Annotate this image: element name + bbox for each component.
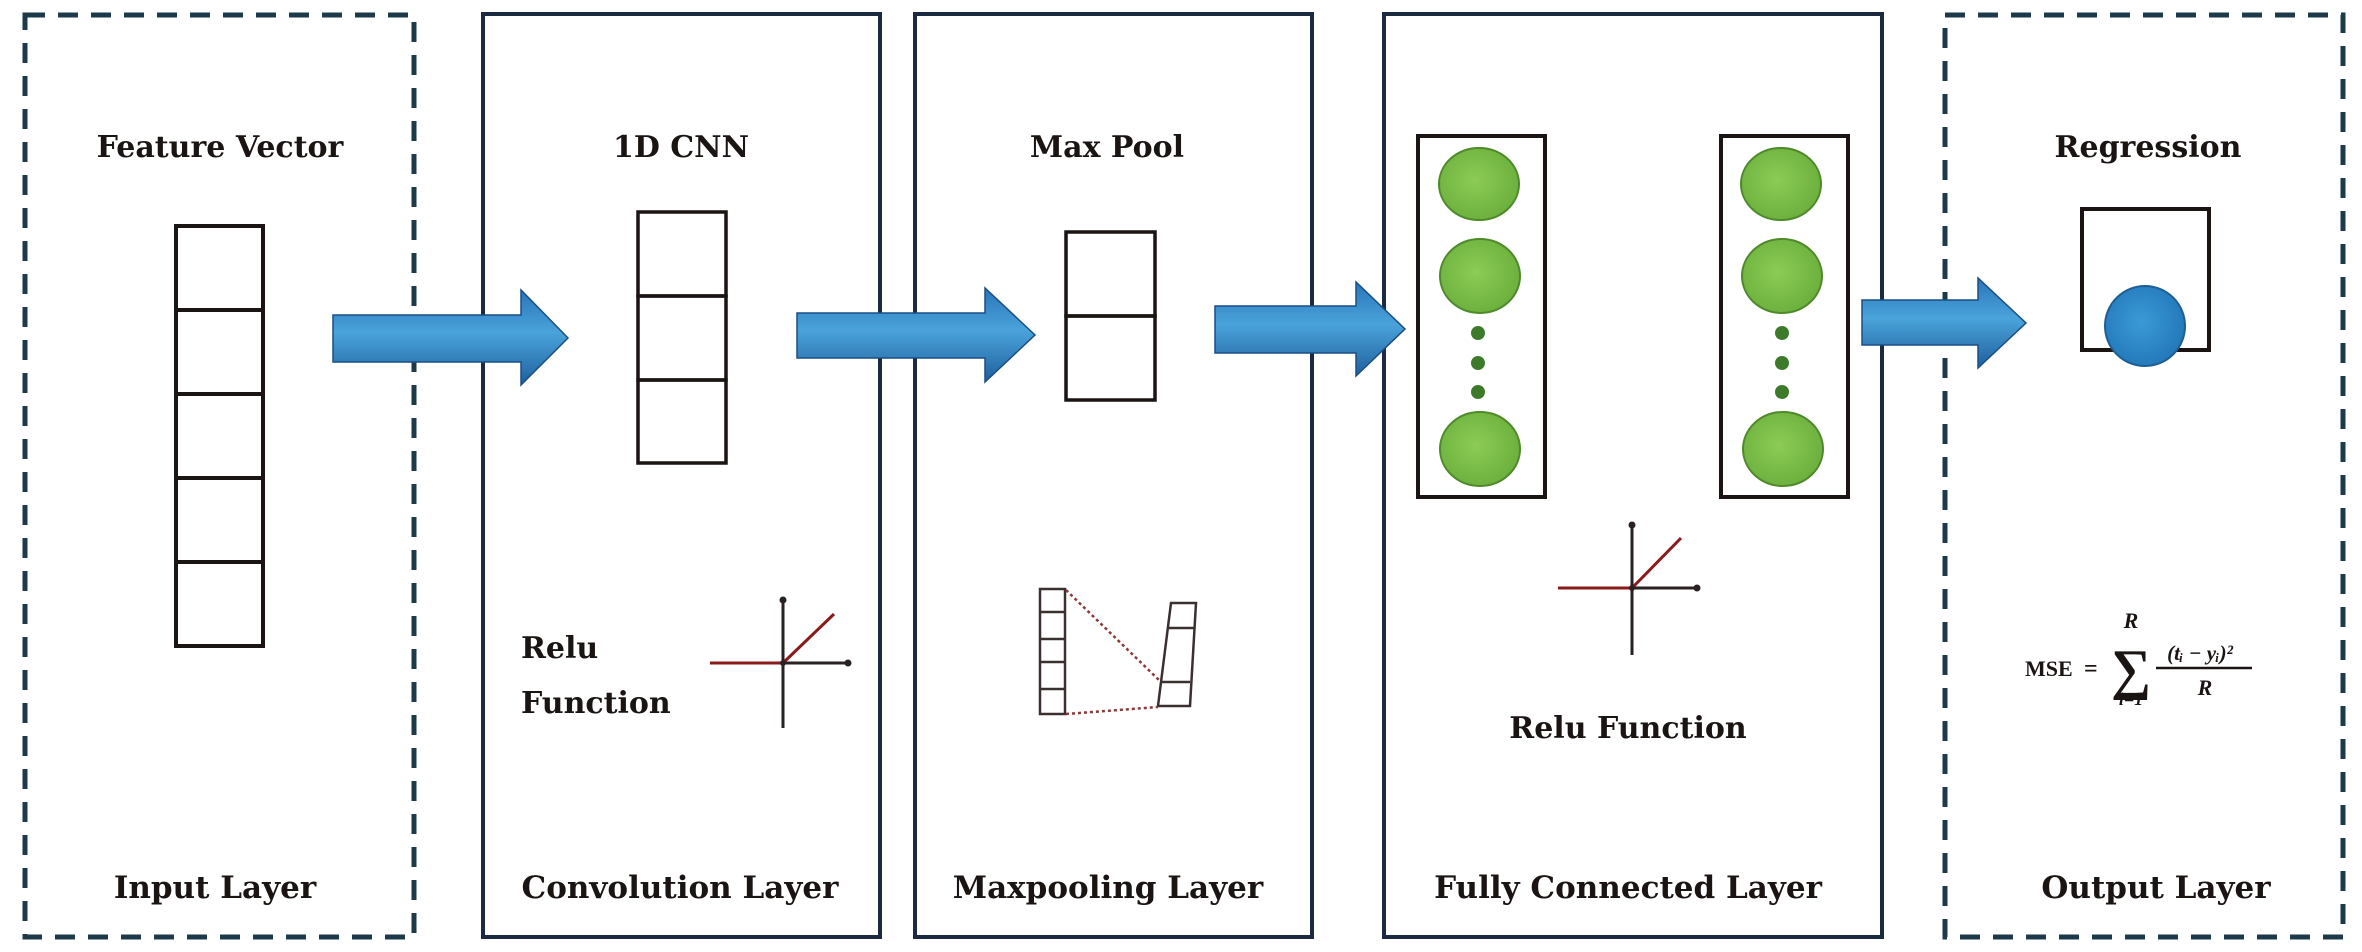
feature-cell — [174, 560, 265, 648]
formula-sum-symbol: ∑ — [2111, 639, 2151, 701]
feature-cell — [174, 308, 265, 396]
regression-label: Regression — [2055, 130, 2242, 165]
ellipsis-dot — [1775, 326, 1789, 340]
output-neuron — [2104, 285, 2186, 367]
formula-upper-limit: R — [2123, 608, 2139, 633]
convolution-layer-panel — [481, 12, 882, 939]
neuron — [1439, 238, 1521, 314]
formula-lower-limit: i=1 — [2119, 689, 2143, 709]
conv-relu-graph-icon — [710, 596, 852, 728]
input-layer-label: Input Layer — [114, 870, 317, 906]
arrow-conv-to-pool — [796, 286, 1037, 384]
ellipsis-dot — [1471, 385, 1485, 399]
output-layer-label: Output Layer — [2041, 870, 2271, 906]
regression-output-box — [2080, 207, 2211, 367]
neuron — [1439, 411, 1521, 487]
output-layer-panel — [1942, 12, 2346, 940]
maxpool-operation-icon — [1038, 587, 1198, 716]
maxpooling-layer-label: Maxpooling Layer — [953, 870, 1264, 906]
1d-cnn-label: 1D CNN — [613, 130, 749, 165]
ellipsis-dot — [1471, 356, 1485, 370]
fully-connected-layer-panel — [1382, 12, 1884, 939]
ellipsis-dot — [1471, 326, 1485, 340]
input-layer-panel — [22, 12, 417, 940]
conv-relu-label-line1: Relu — [521, 631, 598, 666]
feature-vector-column — [174, 224, 265, 648]
maxpool-cell — [1064, 314, 1157, 402]
neuron — [1740, 147, 1822, 221]
feature-vector-label: Feature Vector — [97, 130, 345, 165]
maxpool-column — [1064, 230, 1157, 402]
arrow-fc-to-output — [1861, 276, 2028, 370]
maxpool-cell — [1064, 230, 1157, 318]
max-pool-label: Max Pool — [1030, 130, 1184, 165]
feature-cell — [174, 392, 265, 480]
ellipsis-dot — [1775, 385, 1789, 399]
convolution-layer-label: Convolution Layer — [522, 870, 840, 906]
fc-relu-label: Relu Function — [1509, 711, 1747, 746]
neuron — [1438, 147, 1520, 221]
cnn-filter-column — [636, 210, 728, 465]
conv-relu-label-line2: Function — [521, 686, 671, 721]
ellipsis-dot — [1775, 356, 1789, 370]
fully-connected-layer-label: Fully Connected Layer — [1434, 870, 1823, 906]
mse-formula: MSE = R ∑ i=1 (tᵢ − yᵢ)² R — [2025, 608, 2252, 709]
cnn-cell — [636, 294, 728, 382]
neuron — [1741, 238, 1823, 314]
feature-cell — [174, 476, 265, 564]
fc-neuron-column-left — [1416, 134, 1547, 499]
formula-numerator: (tᵢ − yᵢ)² — [2167, 641, 2233, 665]
fc-relu-graph-icon — [1558, 521, 1701, 655]
neuron — [1742, 411, 1824, 487]
formula-equals: = — [2084, 656, 2098, 682]
formula-lhs: MSE — [2025, 656, 2073, 681]
maxpooling-layer-panel — [913, 12, 1314, 939]
formula-denominator: R — [2197, 675, 2213, 700]
cnn-cell — [636, 378, 728, 465]
cnn-cell — [636, 210, 728, 298]
arrow-pool-to-fc — [1214, 280, 1407, 378]
feature-cell — [174, 224, 265, 312]
fc-neuron-column-right — [1719, 134, 1850, 499]
arrow-input-to-conv — [332, 288, 570, 387]
